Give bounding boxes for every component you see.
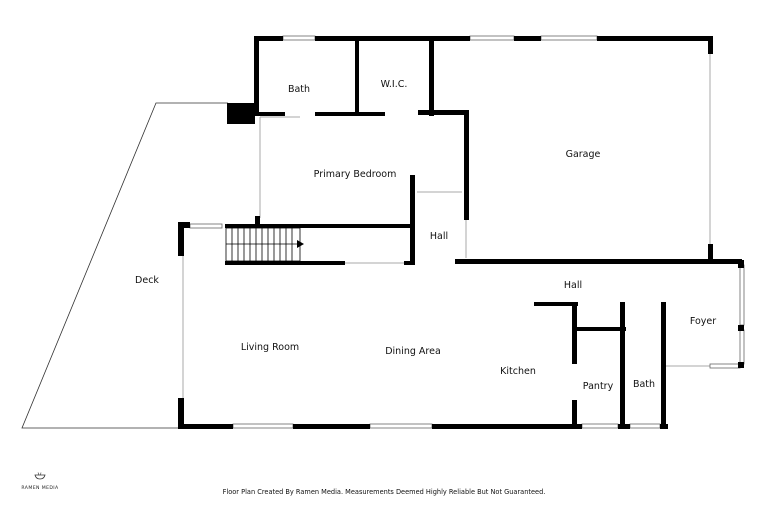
windows bbox=[189, 35, 745, 429]
label-bath-upper: Bath bbox=[288, 84, 310, 95]
label-garage: Garage bbox=[566, 149, 601, 160]
staircase bbox=[225, 227, 301, 262]
deck-outline bbox=[21, 102, 228, 429]
label-dining-area: Dining Area bbox=[385, 346, 441, 357]
label-hall-upper: Hall bbox=[430, 231, 448, 242]
brand-logo: RAMEN MEDIA bbox=[18, 467, 62, 491]
footer-disclaimer: Floor Plan Created By Ramen Media. Measu… bbox=[222, 488, 546, 496]
label-living-room: Living Room bbox=[241, 342, 299, 353]
label-pantry: Pantry bbox=[583, 381, 614, 392]
label-deck: Deck bbox=[135, 275, 159, 286]
label-foyer: Foyer bbox=[690, 316, 716, 327]
label-kitchen: Kitchen bbox=[500, 366, 536, 377]
label-bath-lower: Bath bbox=[633, 379, 655, 390]
label-wic: W.I.C. bbox=[381, 79, 408, 90]
label-hall-lower: Hall bbox=[564, 280, 582, 291]
label-primary-bedroom: Primary Bedroom bbox=[314, 169, 397, 180]
brand-name: RAMEN MEDIA bbox=[21, 486, 59, 491]
ramen-bowl-icon bbox=[34, 472, 46, 480]
walls bbox=[178, 36, 744, 429]
stair-arrow-icon bbox=[297, 240, 304, 248]
